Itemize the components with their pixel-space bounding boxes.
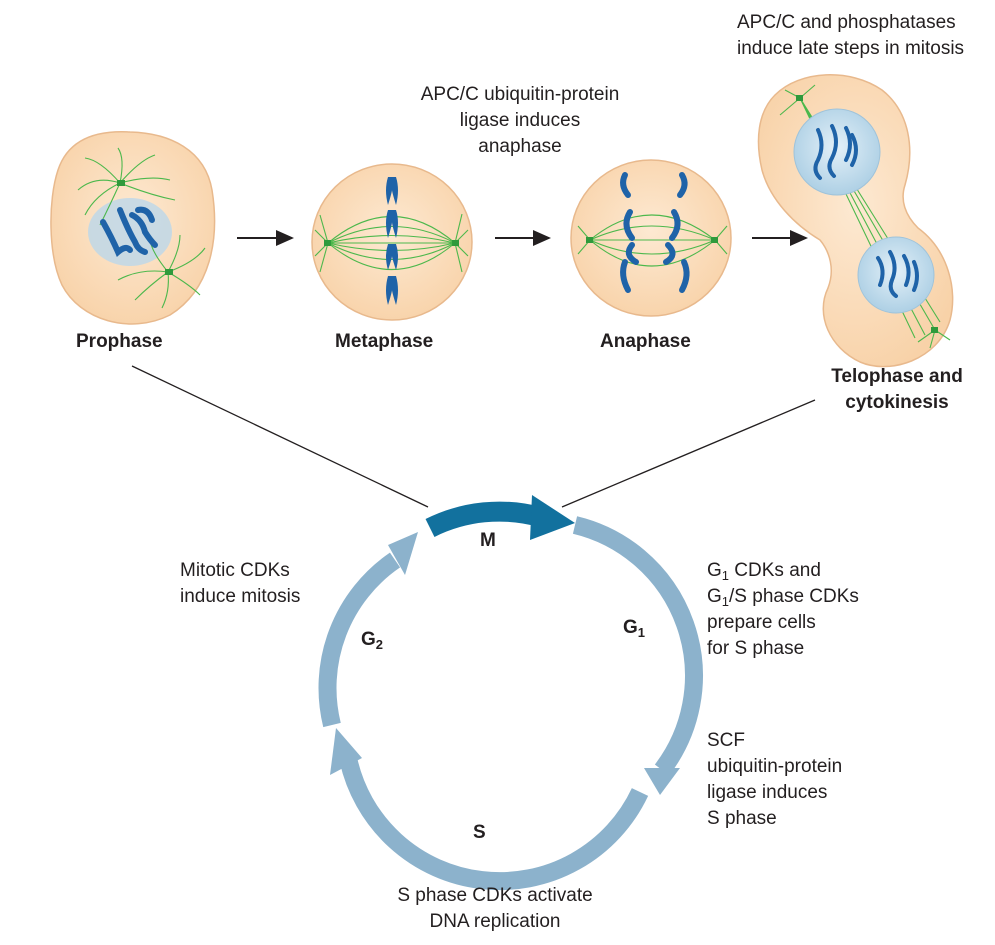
- metaphase-chromosomes: [386, 177, 398, 305]
- apc-late-annotation: APC/C and phosphatases induce late steps…: [737, 10, 995, 62]
- mitotic-cdks-line1: Mitotic CDKs: [180, 560, 290, 581]
- metaphase-cell: [311, 163, 473, 321]
- anaphase-cell: [570, 159, 732, 317]
- prophase-label: Prophase: [76, 331, 163, 352]
- g1-arc: [572, 516, 703, 776]
- s-phase-cdks-note: S phase CDKs activate DNA replication: [360, 883, 630, 935]
- apc-anaphase-line3: anaphase: [478, 136, 562, 157]
- prophase-chromosomes: [100, 206, 158, 257]
- telophase-cell: [757, 74, 954, 368]
- g1-arrowhead: [644, 768, 680, 795]
- g1-cdks-note: G1 CDKs and G1/S phase CDKs prepare cell…: [707, 558, 859, 662]
- g1-cdks-line4: for S phase: [707, 638, 805, 659]
- phase-s-label: S: [473, 822, 486, 843]
- apc-late-line2: induce late steps in mitosis: [737, 38, 965, 59]
- phase-g2-label: G2: [361, 629, 384, 652]
- g2-arrowhead: [388, 532, 418, 575]
- scf-line2: ubiquitin-protein: [707, 756, 843, 777]
- telophase-chromosomes: [813, 124, 919, 298]
- scf-line1: SCF: [707, 730, 745, 751]
- s-phase-cdks-line2: DNA replication: [429, 911, 561, 932]
- g1-cdks-line1: G1 CDKs and: [707, 560, 821, 583]
- connector-line-prophase: [131, 365, 429, 508]
- telophase-label-line2: cytokinesis: [845, 392, 949, 413]
- m-arrowhead: [530, 495, 575, 540]
- apc-anaphase-line2: ligase induces: [459, 110, 581, 131]
- scf-note: SCF ubiquitin-protein ligase induces S p…: [707, 728, 842, 832]
- scf-line4: S phase: [707, 808, 777, 829]
- g1-cdks-line2: G1/S phase CDKs: [707, 586, 859, 609]
- scf-line3: ligase induces: [707, 782, 828, 803]
- telophase-label-line1: Telophase and: [831, 366, 963, 387]
- mitotic-cdks-note: Mitotic CDKs induce mitosis: [180, 558, 300, 610]
- connector-line-telophase: [561, 399, 816, 508]
- apc-anaphase-line1: APC/C ubiquitin-protein: [420, 84, 620, 105]
- metaphase-label: Metaphase: [335, 331, 434, 352]
- m-arc: [425, 501, 543, 538]
- s-arc: [339, 756, 649, 891]
- metaphase-spindle: [314, 213, 469, 273]
- mitotic-cdks-line2: induce mitosis: [180, 586, 301, 607]
- prophase-cell: [50, 131, 216, 325]
- s-arrowhead: [330, 728, 362, 775]
- cell-cycle-ring: [318, 495, 703, 891]
- anaphase-label: Anaphase: [600, 331, 691, 352]
- apc-anaphase-annotation: APC/C ubiquitin-protein ligase induces a…: [385, 82, 655, 160]
- s-phase-cdks-line1: S phase CDKs activate: [397, 885, 593, 906]
- phase-g1-label: G1: [623, 617, 646, 640]
- anaphase-chromosomes: [620, 172, 690, 293]
- g1-cdks-line3: prepare cells: [707, 612, 816, 633]
- phase-m-label: M: [480, 530, 496, 551]
- telophase-label: Telophase and cytokinesis: [812, 364, 982, 416]
- apc-late-line1: APC/C and phosphatases: [737, 12, 956, 33]
- g2-arc: [318, 552, 401, 728]
